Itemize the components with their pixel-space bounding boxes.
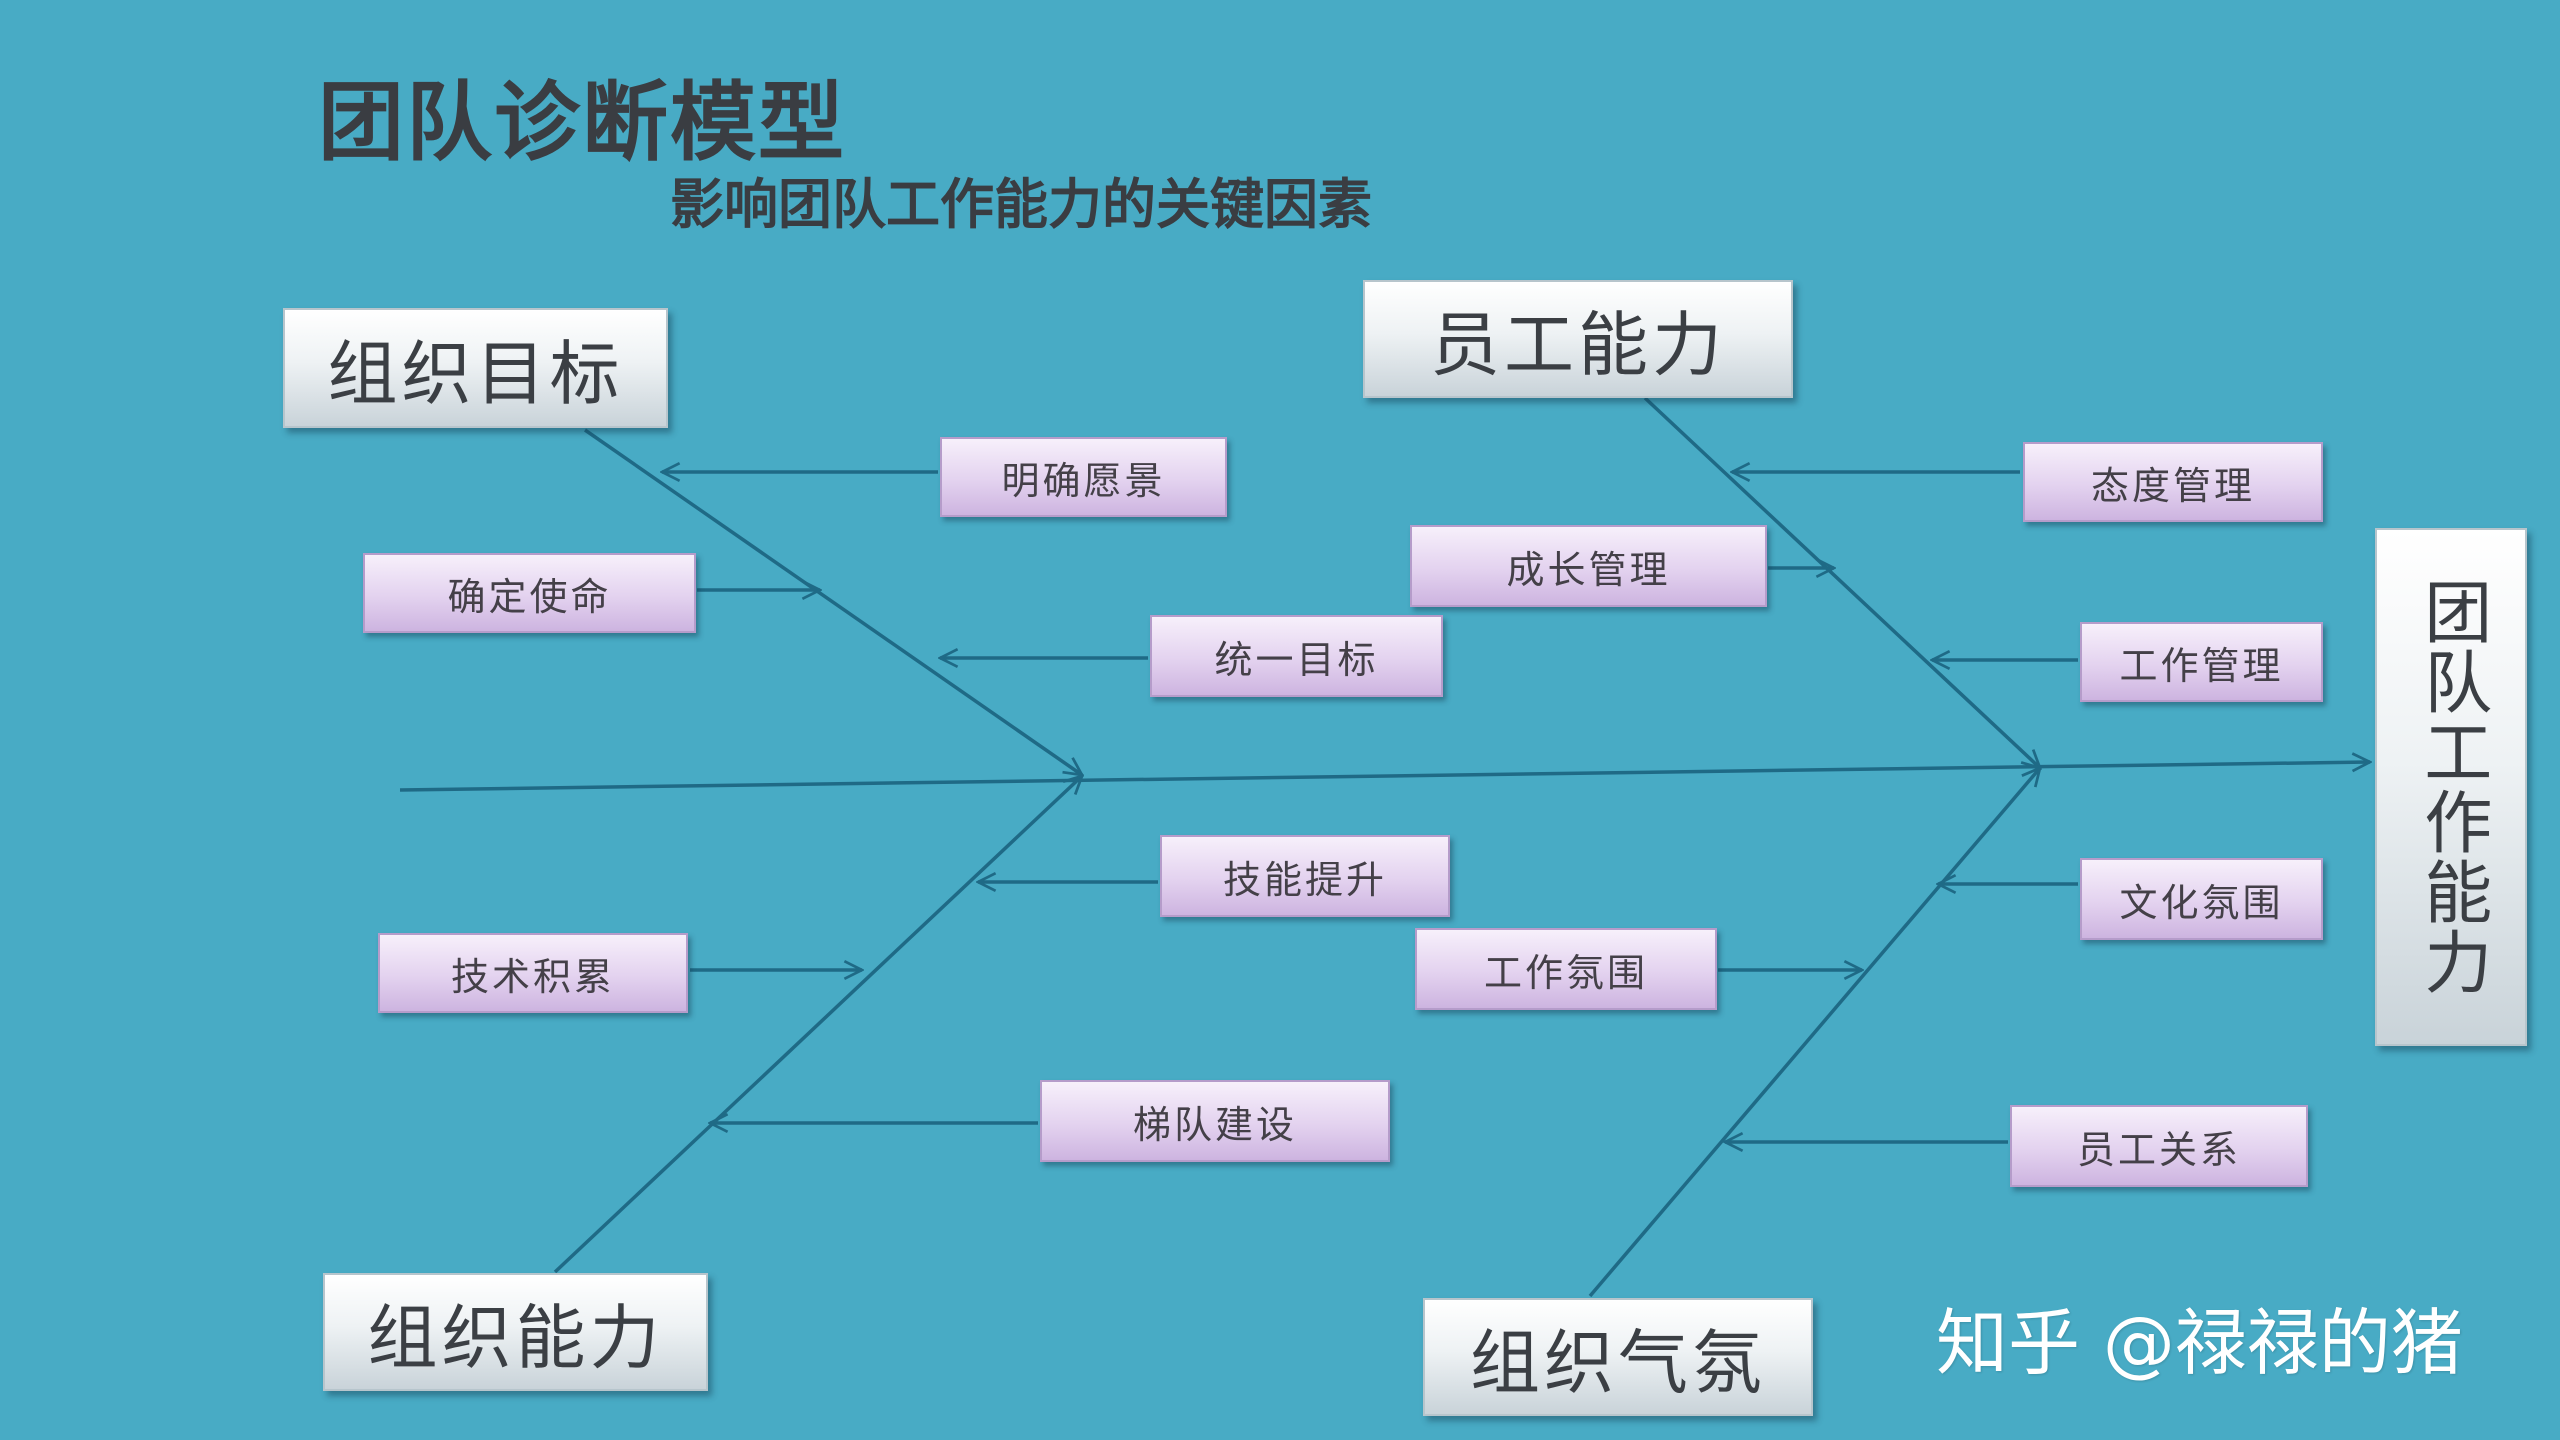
category-org-ability: 组织能力 [323, 1273, 708, 1391]
bone-org-atmosphere [1588, 768, 2040, 1298]
factor-tech-accum: 技术积累 [378, 933, 688, 1013]
factor-work-atmos: 工作氛围 [1415, 928, 1717, 1010]
factor-staff-rel: 员工关系 [2010, 1105, 2308, 1187]
bone-org-ability [553, 776, 1082, 1274]
factor-skill-up: 技能提升 [1160, 835, 1450, 917]
category-staff-ability: 员工能力 [1363, 280, 1793, 398]
category-org-atmosphere: 组织气氛 [1423, 1298, 1813, 1416]
watermark-text: 知乎 @禄禄的猪 [1936, 1301, 2463, 1385]
factor-attitude-mgmt: 态度管理 [2023, 442, 2323, 522]
bone-staff-ability [1643, 396, 2040, 768]
factor-work-mgmt: 工作管理 [2080, 622, 2323, 702]
spine-line [399, 762, 2370, 792]
factor-define-mission: 确定使命 [363, 553, 696, 633]
factor-echelon: 梯队建设 [1040, 1080, 1390, 1162]
factor-unify-goal: 统一目标 [1150, 615, 1443, 697]
bone-org-goal [584, 428, 1082, 775]
factor-growth-mgmt: 成长管理 [1410, 525, 1767, 607]
category-org-goal: 组织目标 [283, 308, 668, 428]
factor-clear-vision: 明确愿景 [940, 437, 1227, 517]
page-subtitle: 影响团队工作能力的关键因素 [670, 173, 1372, 236]
page-title: 团队诊断模型 [318, 73, 846, 173]
factor-culture-atmos: 文化氛围 [2080, 858, 2323, 940]
result-team-ability: 团队工作能力 [2375, 528, 2527, 1046]
